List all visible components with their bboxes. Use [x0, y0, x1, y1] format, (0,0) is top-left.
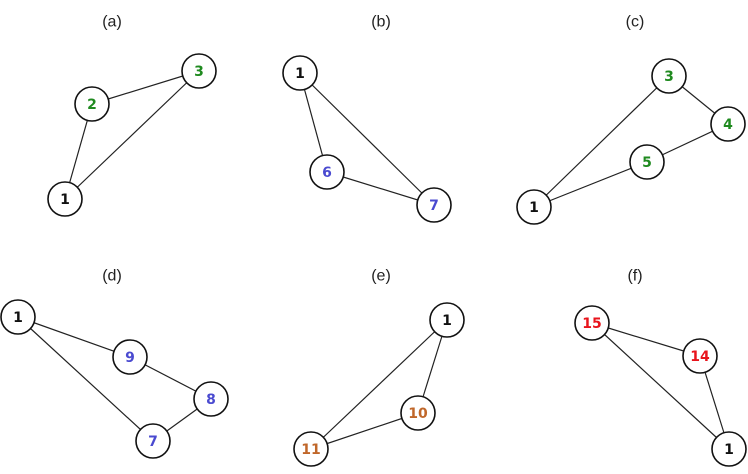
edge-6-7	[326, 171, 435, 206]
node-label: 11	[301, 442, 320, 458]
node-label: 1	[442, 313, 452, 329]
node-label: 5	[642, 155, 652, 171]
node-1: 1	[282, 55, 318, 91]
edge-1-7	[299, 72, 435, 206]
node-14: 14	[682, 338, 718, 374]
node-8: 8	[193, 381, 229, 417]
node-7: 7	[135, 423, 171, 459]
edge-5-1	[533, 161, 648, 208]
edge-1-3	[64, 70, 200, 200]
panel-f: (f) 15 14 1	[574, 268, 747, 467]
edge-15-14	[591, 322, 701, 357]
node-circle	[309, 154, 345, 190]
node-label: 10	[408, 406, 428, 422]
node-circle	[429, 302, 465, 338]
node-label: 3	[664, 69, 674, 85]
node-circle	[293, 431, 329, 467]
node-circle	[651, 58, 687, 94]
node-label: 8	[206, 392, 216, 408]
node-1: 1	[429, 302, 465, 338]
node-label: 1	[529, 200, 539, 216]
panel-e: (e) 1 10 11	[293, 268, 465, 467]
edge-2-3	[91, 70, 200, 105]
panel-d: (d) 1 9 8 7	[0, 268, 229, 459]
node-circle	[574, 305, 610, 341]
node-1: 1	[516, 189, 552, 225]
panel-label: (c)	[626, 14, 645, 31]
node-circle	[0, 299, 36, 335]
node-label: 6	[322, 165, 332, 181]
panel-c: (c) 3 4 5 1	[516, 14, 746, 225]
node-2: 2	[74, 86, 110, 122]
node-circle	[629, 144, 665, 180]
node-label: 1	[724, 442, 734, 458]
node-circle	[711, 431, 747, 467]
edge-15-1	[591, 322, 730, 450]
panel-a: (a) 1 2 3	[47, 14, 217, 217]
panel-label: (b)	[371, 14, 391, 31]
node-label: 1	[13, 310, 23, 326]
node-circle	[400, 395, 436, 431]
edge-7-1	[17, 316, 154, 442]
node-5: 5	[629, 144, 665, 180]
node-label: 7	[429, 198, 439, 214]
node-label: 4	[723, 117, 733, 133]
node-label: 3	[194, 64, 204, 80]
node-circle	[710, 106, 746, 142]
node-circle	[74, 86, 110, 122]
node-label: 2	[87, 97, 97, 113]
node-7: 7	[416, 187, 452, 223]
panel-b: (b) 1 6 7	[282, 14, 452, 223]
panel-label: (d)	[102, 268, 122, 285]
node-label: 1	[60, 192, 70, 208]
node-circle	[181, 53, 217, 89]
edge-1-11	[310, 319, 448, 450]
node-6: 6	[309, 154, 345, 190]
node-10: 10	[400, 395, 436, 431]
node-circle	[416, 187, 452, 223]
node-3: 3	[181, 53, 217, 89]
node-label: 14	[690, 349, 710, 365]
panel-label: (a)	[102, 14, 122, 31]
node-11: 11	[293, 431, 329, 467]
node-9: 9	[112, 339, 148, 375]
node-circle	[47, 181, 83, 217]
node-circle	[135, 423, 171, 459]
node-1: 1	[711, 431, 747, 467]
node-circle	[516, 189, 552, 225]
node-4: 4	[710, 106, 746, 142]
node-circle	[282, 55, 318, 91]
node-label: 9	[125, 350, 135, 366]
node-3: 3	[651, 58, 687, 94]
edge-1-3	[533, 75, 670, 208]
panel-label: (e)	[371, 268, 391, 285]
node-15: 15	[574, 305, 610, 341]
node-1: 1	[0, 299, 36, 335]
node-circle	[682, 338, 718, 374]
node-1: 1	[47, 181, 83, 217]
node-label: 1	[295, 66, 305, 82]
edge-1-9	[17, 316, 131, 358]
node-circle	[193, 381, 229, 417]
panel-label: (f)	[627, 268, 642, 285]
node-circle	[112, 339, 148, 375]
node-label: 7	[148, 434, 158, 450]
edge-10-11	[310, 412, 419, 450]
node-label: 15	[582, 316, 601, 332]
